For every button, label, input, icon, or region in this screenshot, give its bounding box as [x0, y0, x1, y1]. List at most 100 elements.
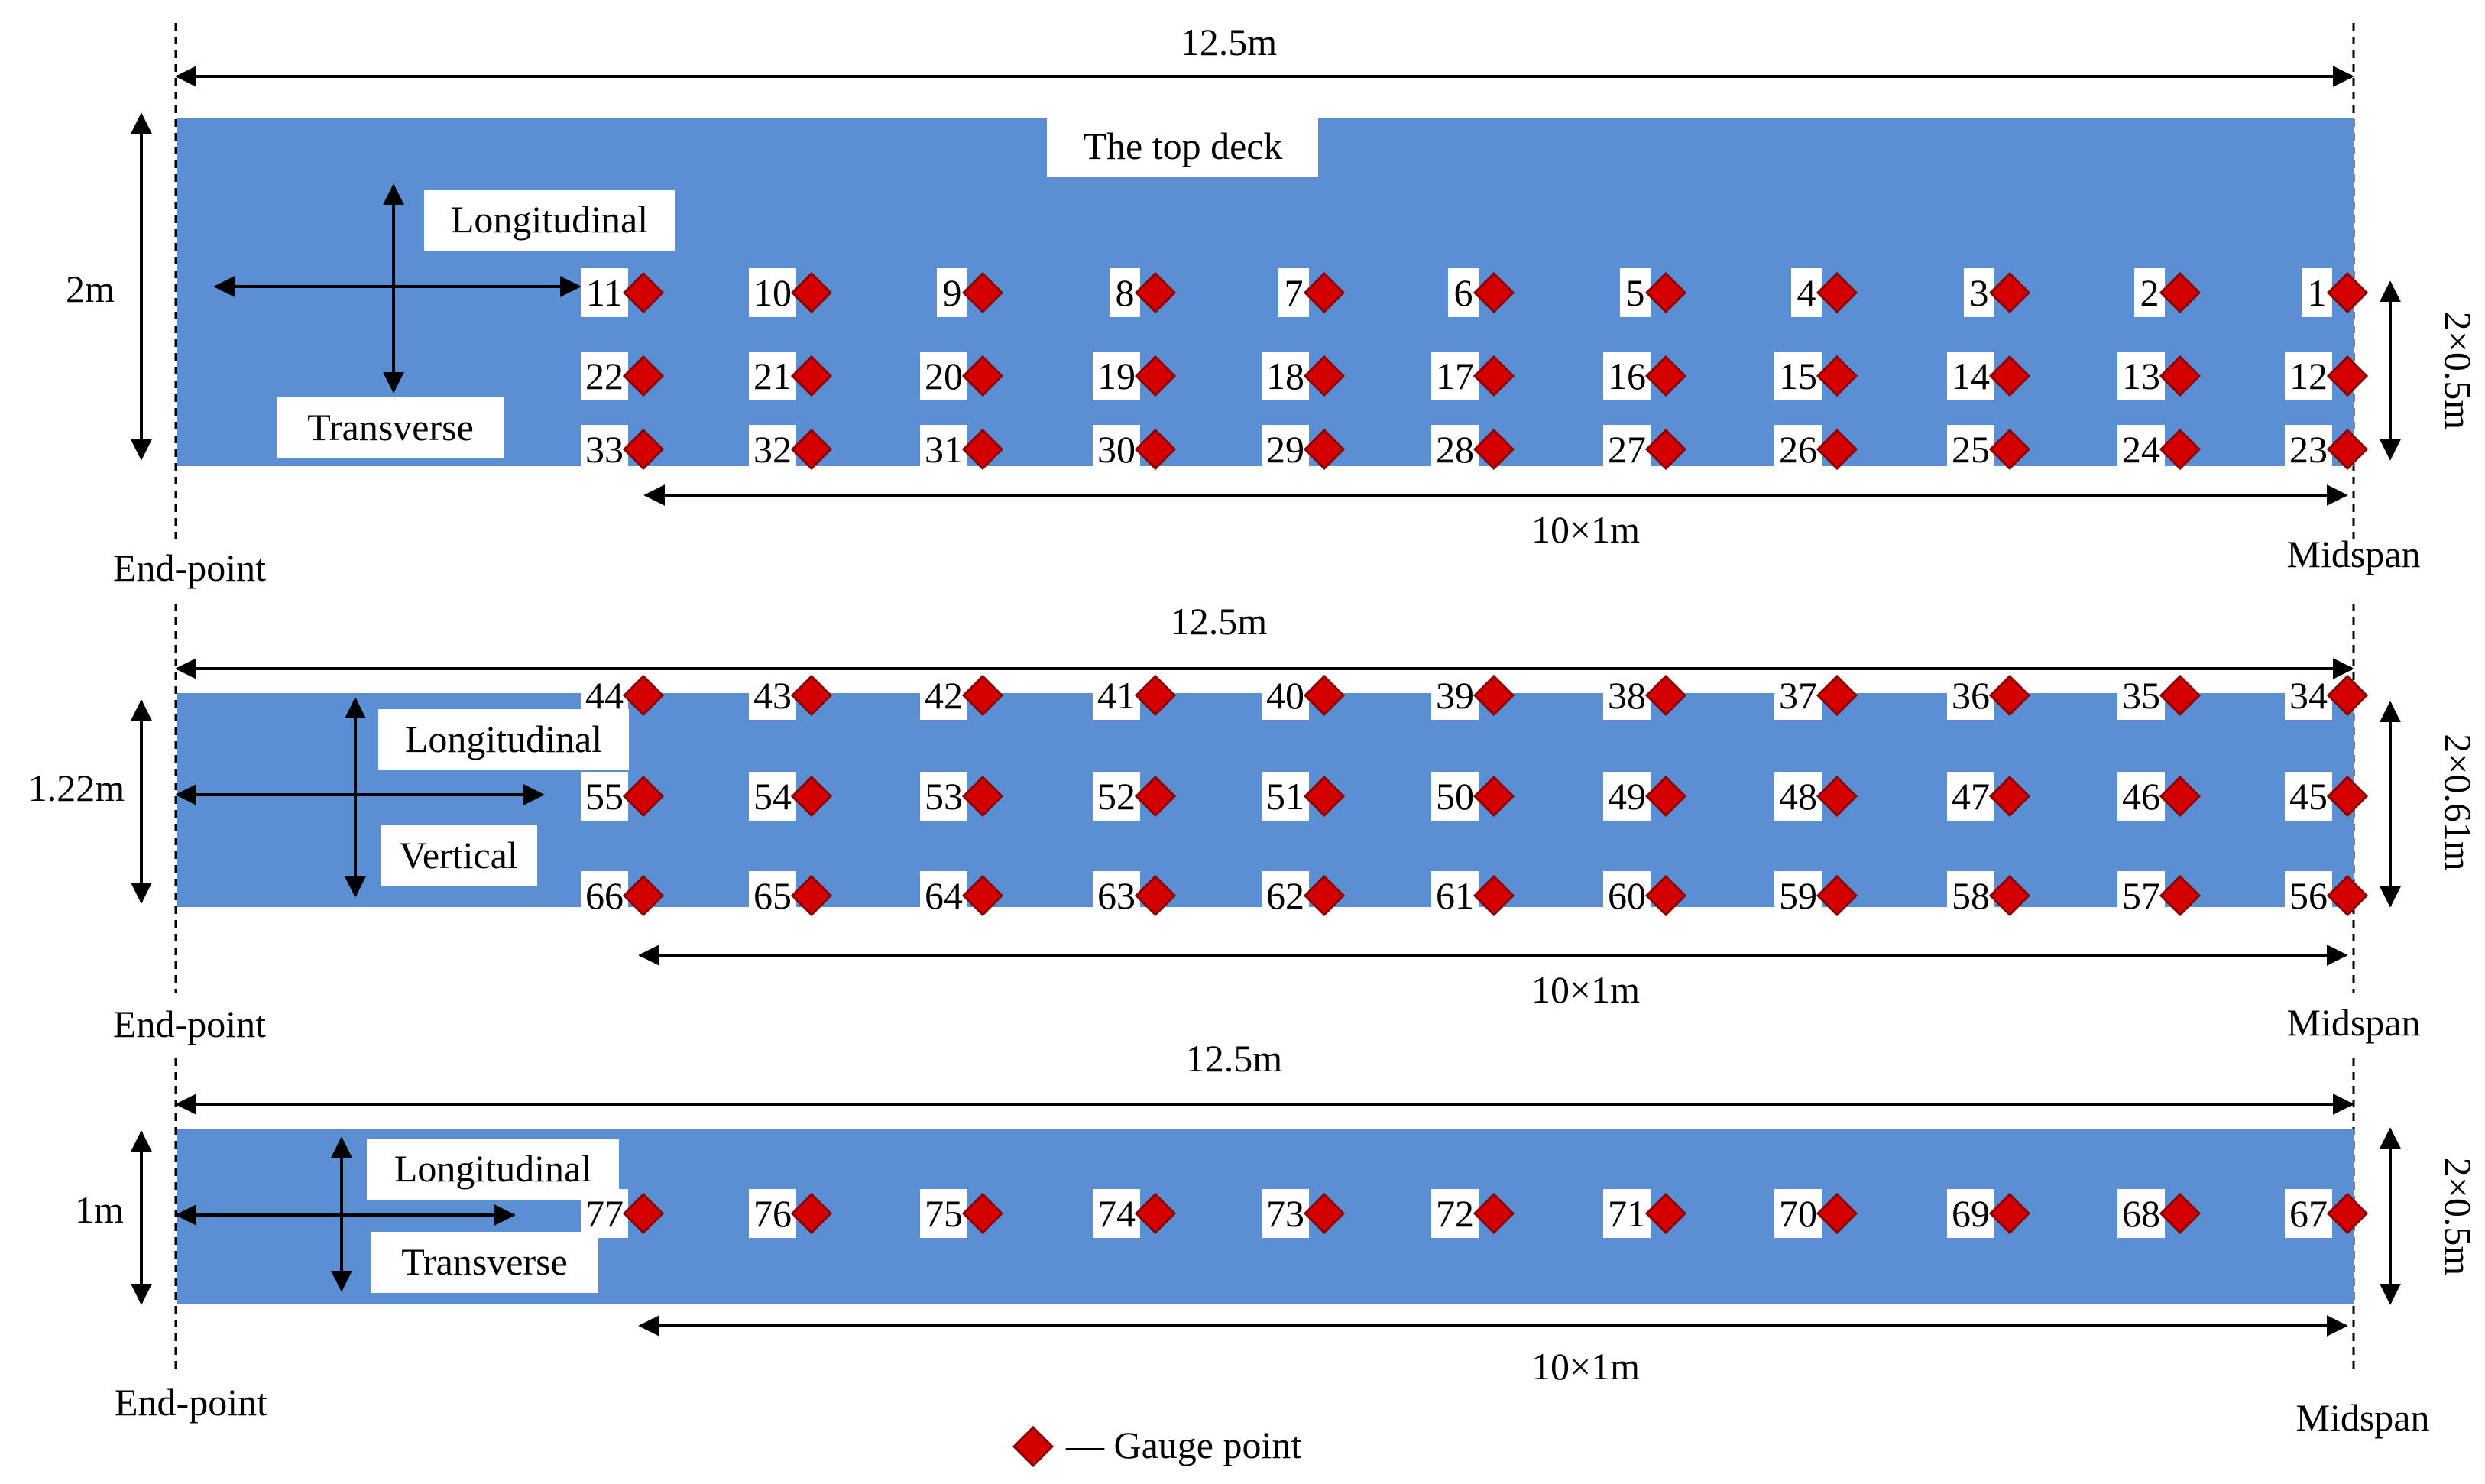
row-spacing-label: 2×0.5m	[2437, 1158, 2480, 1276]
gauge-diamond-icon	[1303, 428, 1346, 471]
gauge-diamond-icon	[2326, 775, 2369, 818]
gauge-number: 17	[1436, 355, 1474, 397]
gauge-diamond-icon	[1816, 428, 1858, 471]
gauge-diamond-icon	[1988, 428, 2031, 471]
gauge-label-box	[581, 268, 628, 317]
vertical-label: Vertical	[399, 834, 517, 876]
transverse-label-box	[277, 397, 504, 458]
gauge-label-box	[2117, 671, 2165, 720]
gauge-number: 6	[1454, 271, 1473, 314]
gauge-number: 37	[1779, 674, 1817, 717]
gauge-diamond-icon	[961, 874, 1004, 917]
gauge-diamond-icon	[2326, 1192, 2369, 1235]
gauge-label-box	[1262, 871, 1309, 920]
gauge-label-box	[920, 772, 967, 821]
gauge-number: 5	[1626, 271, 1645, 314]
gauge-label-box	[2117, 772, 2165, 821]
gauge-number: 46	[2122, 775, 2160, 818]
gauge-label-box	[2285, 871, 2332, 920]
gauge-number: 25	[1952, 428, 1990, 471]
gauge-number: 28	[1436, 428, 1474, 471]
gauge-number: 62	[1266, 874, 1304, 917]
gauge-diamond-icon	[2326, 674, 2369, 717]
gauge-number: 64	[925, 874, 963, 917]
height-dimension-label: 1.22m	[28, 766, 125, 809]
gauge-number: 36	[1952, 674, 1990, 717]
gauge-diamond-icon	[1644, 355, 1687, 397]
gauge-number: 30	[1097, 428, 1136, 471]
gauge-label-box	[749, 425, 796, 474]
midspan-label: Midspan	[2287, 533, 2421, 575]
gauge-number: 34	[2289, 674, 2328, 717]
panel-title: The top deck	[1083, 125, 1282, 167]
gauge-number: 49	[1608, 775, 1646, 818]
gauge-number: 19	[1097, 355, 1136, 397]
gauge-diamond-icon	[1473, 1192, 1515, 1235]
gauge-number: 33	[585, 428, 624, 471]
gauge-number: 43	[753, 674, 792, 717]
gauge-number: 35	[2122, 674, 2160, 717]
gauge-diamond-icon	[1988, 874, 2031, 917]
gauge-label-box	[1262, 425, 1309, 474]
gauge-diamond-icon	[790, 428, 833, 471]
gauge-diamond-icon	[961, 775, 1004, 818]
title-label-box	[1047, 116, 1318, 177]
gauge-diamond-icon	[1134, 1192, 1177, 1235]
gauge-spacing-label: 10×1m	[1531, 1345, 1640, 1388]
gauge-number: 53	[925, 775, 963, 818]
gauge-diamond-icon	[1816, 874, 1858, 917]
gauge-label-box	[1774, 425, 1822, 474]
gauge-number: 69	[1952, 1192, 1990, 1235]
gauge-number: 52	[1097, 775, 1136, 818]
gauge-label-box	[1947, 871, 1994, 920]
gauge-number: 27	[1608, 428, 1646, 471]
gauge-number: 65	[753, 874, 792, 917]
gauge-label-box	[581, 671, 628, 720]
gauge-label-box	[749, 1189, 796, 1238]
panel-top-deck: 12.5m The top deck 2m Longitudinal Trans…	[66, 21, 2480, 589]
gauge-number: 21	[753, 355, 792, 397]
gauge-diamond-icon	[790, 355, 833, 397]
gauge-label-box	[920, 425, 967, 474]
gauge-number: 47	[1952, 775, 1990, 818]
gauge-diamond-icon	[622, 355, 665, 397]
gauge-number: 10	[753, 271, 792, 314]
gauge-diamond-icon	[1134, 428, 1177, 471]
gauge-label-box	[1603, 772, 1651, 821]
gauge-label-box	[749, 268, 796, 317]
transverse-label-box	[371, 1232, 598, 1293]
longitudinal-label: Longitudinal	[405, 718, 602, 760]
gauge-diamond-icon	[1473, 674, 1515, 717]
gauge-label-box	[1431, 352, 1479, 400]
gauge-spacing-label: 10×1m	[1531, 968, 1640, 1011]
row-spacing-label: 2×0.5m	[2437, 312, 2480, 430]
gauge-label-box	[1093, 871, 1140, 920]
longitudinal-label-box	[424, 190, 675, 251]
gauge-number: 70	[1779, 1192, 1817, 1235]
gauge-diamond-icon	[1473, 428, 1515, 471]
transverse-label: Transverse	[401, 1240, 568, 1283]
gauge-number: 44	[585, 674, 624, 717]
end-point-label: End-point	[113, 546, 266, 589]
gauge-label-box	[1947, 772, 1994, 821]
gauge-number: 38	[1608, 674, 1646, 717]
gauge-diamond-icon	[961, 1192, 1004, 1235]
gauge-label-box	[581, 425, 628, 474]
gauge-number: 40	[1266, 674, 1304, 717]
gauge-label-box	[581, 772, 628, 821]
gauge-diamond-icon	[1303, 1192, 1346, 1235]
gauge-diamond-icon	[1644, 1192, 1687, 1235]
gauge-diamond-icon	[622, 775, 665, 818]
gauge-number: 14	[1952, 355, 1990, 397]
gauge-label-box	[2117, 425, 2165, 474]
longitudinal-label: Longitudinal	[451, 198, 648, 241]
gauge-label-box	[1947, 1189, 1994, 1238]
gauge-label-box	[920, 1189, 967, 1238]
gauge-diamond-icon	[2159, 775, 2202, 818]
gauge-diamond-icon	[1644, 271, 1687, 314]
gauge-number: 50	[1436, 775, 1474, 818]
gauge-number: 76	[753, 1192, 792, 1235]
gauge-diamond-icon	[961, 674, 1004, 717]
